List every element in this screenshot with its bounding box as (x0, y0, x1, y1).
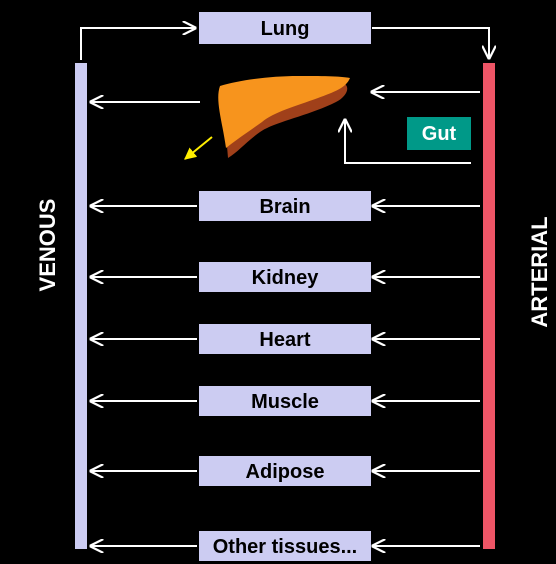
brain-label: Brain (259, 196, 310, 218)
arterial-label: ARTERIAL (527, 216, 552, 327)
muscle-label: Muscle (251, 391, 319, 413)
gut-label: Gut (422, 123, 457, 145)
arterial-bar (483, 63, 495, 549)
other-tissues-label: Other tissues... (213, 536, 358, 558)
venous-bar (75, 63, 87, 549)
lung-label: Lung (261, 18, 310, 40)
kidney-label: Kidney (252, 267, 320, 289)
venous-label: VENOUS (35, 199, 60, 292)
heart-label: Heart (259, 329, 310, 351)
adipose-label: Adipose (246, 461, 325, 483)
